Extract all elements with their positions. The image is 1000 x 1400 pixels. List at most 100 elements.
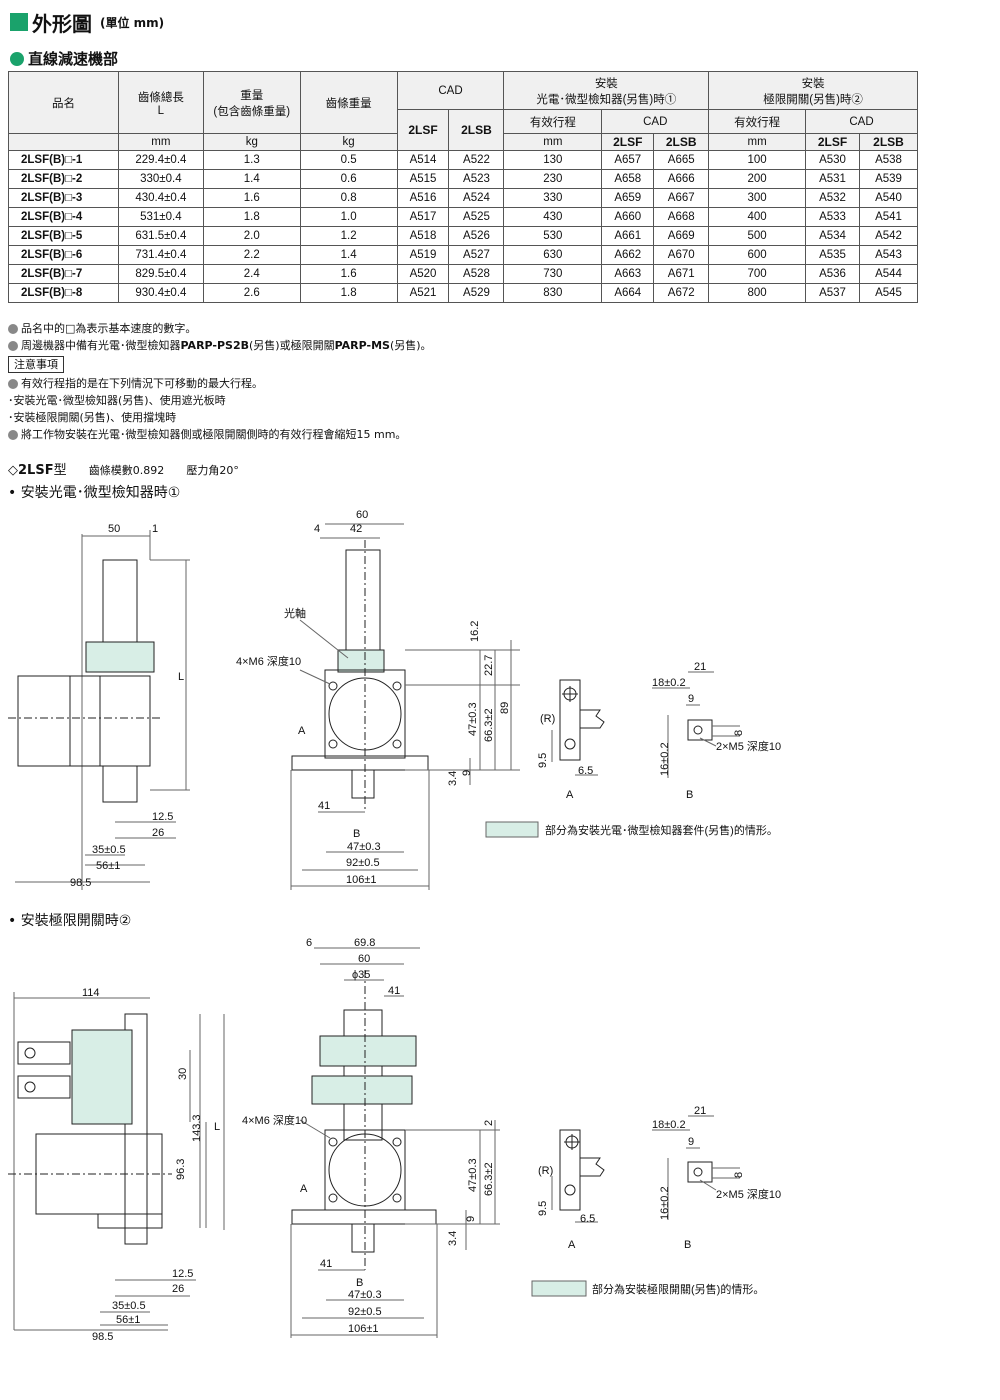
table-cell-c1b: A668: [653, 207, 710, 227]
note-text: (另售)。: [389, 339, 432, 352]
table-cell-c1f: A661: [601, 226, 655, 246]
th-weight: 重量(包含齒條重量): [202, 71, 301, 134]
table-cell-model: 2LSF(B)□-3: [8, 188, 119, 208]
dim-60: 60: [356, 509, 368, 521]
fig2-view-A: [551, 1129, 605, 1223]
table-cell-c2b: A545: [858, 283, 919, 303]
table-cell-cb: A523: [448, 169, 505, 189]
dim-L: L: [178, 671, 184, 683]
table-cell-c1f: A663: [601, 264, 655, 284]
dim-50: 50: [108, 523, 120, 535]
dim-12-5: 12.5: [152, 811, 173, 823]
table-cell-c1b: A665: [653, 150, 710, 170]
dim-143-3: 143.3: [191, 1114, 203, 1142]
dim-9-5: 9.5: [537, 1201, 549, 1216]
table-cell-cf: A516: [396, 188, 450, 208]
type-module: 齒條模數0.892: [88, 464, 165, 477]
table-cell-cf: A519: [396, 245, 450, 265]
table-cell-L: 229.4±0.4: [117, 150, 204, 170]
table-cell-w: 2.2: [202, 245, 301, 265]
section-B: B: [353, 828, 360, 840]
table-cell-c1f: A662: [601, 245, 655, 265]
dim-106: 106±1: [346, 874, 377, 886]
table-cell-c1b: A671: [653, 264, 710, 284]
note-text: 周邊機器中備有光電･微型檢知器: [21, 339, 181, 352]
title-unit: (單位 mm): [100, 15, 165, 30]
note-line: ･安裝極限開關(另售)、使用擋塊時: [8, 409, 432, 426]
table-cell-c2f: A534: [805, 226, 860, 246]
green-square-icon: [10, 13, 28, 31]
dim-60: 60: [358, 953, 370, 965]
dim-92: 92±0.5: [348, 1306, 382, 1318]
table-cell-L: 330±0.4: [117, 169, 204, 189]
note-text: 有效行程指的是在下列情況下可移動的最大行程。: [21, 377, 263, 390]
table-cell-c1b: A670: [653, 245, 710, 265]
table-cell-cb: A525: [448, 207, 505, 227]
legend-swatch: [485, 821, 539, 838]
m5-label: 2×M5 深度10: [716, 1187, 781, 1201]
dim-L: L: [214, 1121, 220, 1133]
table-cell-s2: 300: [708, 188, 807, 208]
table-cell-c2f: A535: [805, 245, 860, 265]
dim-phi35: ϕ35: [352, 969, 370, 981]
table-cell-s1: 830: [503, 283, 603, 303]
table-cell-c1b: A667: [653, 188, 710, 208]
dim-89: 89: [499, 702, 511, 714]
th-mount2: 安裝極限開關(另售)時②: [708, 71, 918, 110]
table-cell-c2f: A536: [805, 264, 860, 284]
bullet-icon: [8, 378, 18, 389]
table-cell-w: 1.8: [202, 207, 301, 227]
diamond-icon: ◇: [8, 463, 18, 478]
holes-label: 4×M6 深度10: [242, 1113, 307, 1127]
dim-16: 16±0.2: [659, 1186, 671, 1220]
table-cell-c2b: A541: [858, 207, 919, 227]
dim-1: 1: [152, 523, 158, 535]
dim-12-5: 12.5: [172, 1268, 193, 1280]
bullet-icon: [8, 340, 18, 351]
table-cell-cb: A522: [448, 150, 505, 170]
fig1-view-B: [652, 671, 740, 778]
table-cell-L: 731.4±0.4: [117, 245, 204, 265]
view-B-label: B: [684, 1239, 691, 1251]
table-cell-cb: A529: [448, 283, 505, 303]
dim-96-3: 96.3: [175, 1159, 187, 1180]
dim-35: 35±0.5: [112, 1300, 146, 1312]
table-cell-w: 1.3: [202, 150, 301, 170]
table-cell-model: 2LSF(B)□-7: [8, 264, 119, 284]
holes-label: 4×M6 深度10: [236, 654, 301, 668]
fig2-heading-text: 安裝極限開關時②: [20, 913, 132, 929]
dim-47v: 47±0.3: [467, 702, 479, 736]
dim-35: 35±0.5: [92, 844, 126, 856]
table-cell-cf: A517: [396, 207, 450, 227]
table-cell-model: 2LSF(B)□-8: [8, 283, 119, 303]
th-cad1-lsf: 2LSF: [601, 133, 655, 151]
m5-label: 2×M5 深度10: [716, 739, 781, 753]
fig2-legend: 部分為安裝極限開關(另售)的情形。: [592, 1282, 764, 1296]
fig1-drawing: 50 1 L 12.5 26 35±0.5 56±1 98.5 60 4: [8, 509, 781, 890]
view-A-label: A: [566, 789, 574, 801]
table-cell-cf: A518: [396, 226, 450, 246]
th-empty: [8, 133, 119, 151]
dim-8: 8: [733, 730, 745, 736]
table-cell-s1: 630: [503, 245, 603, 265]
section-B: B: [356, 1277, 363, 1289]
table-cell-cb: A528: [448, 264, 505, 284]
table-cell-c2b: A544: [858, 264, 919, 284]
table-cell-s2: 100: [708, 150, 807, 170]
table-cell-model: 2LSF(B)□-4: [8, 207, 119, 227]
th-cad1: CAD: [601, 109, 710, 134]
table-cell-s2: 700: [708, 264, 807, 284]
th-unit-kg: kg: [202, 133, 301, 151]
table-cell-L: 631.5±0.4: [117, 226, 204, 246]
th-cad-lsf: 2LSF: [396, 109, 450, 151]
fig2-front-view: [290, 947, 500, 1338]
bullet-icon: •: [8, 485, 21, 501]
type-model: 2LSF: [18, 463, 54, 478]
table-cell-c2f: A533: [805, 207, 860, 227]
